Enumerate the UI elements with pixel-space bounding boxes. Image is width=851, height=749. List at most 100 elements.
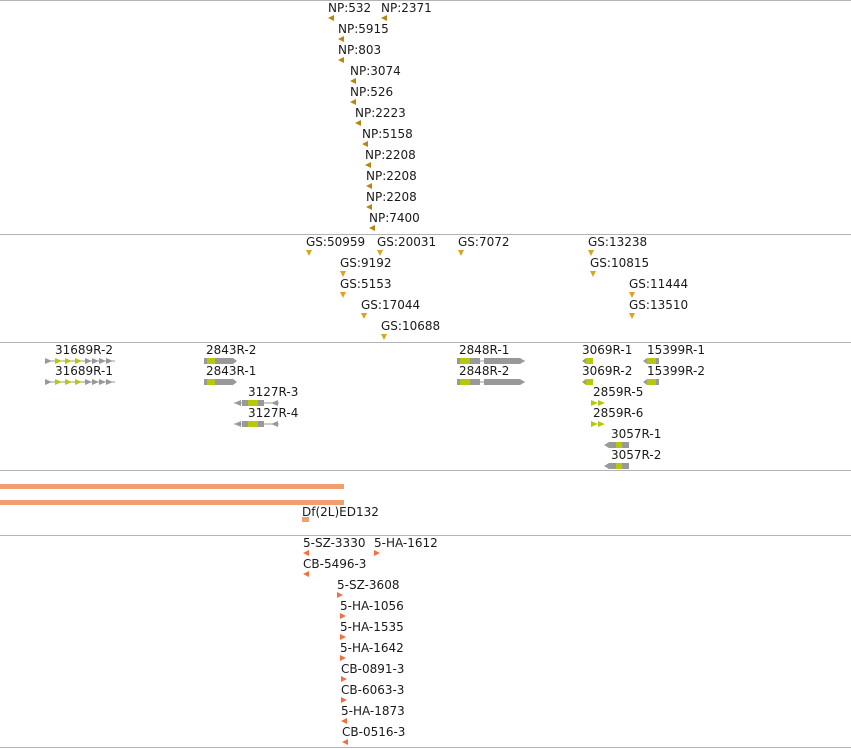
track-separator <box>0 342 851 343</box>
insertion-label: 5-HA-1535 <box>340 620 404 634</box>
transcript-label: 31689R-1 <box>55 364 113 378</box>
transcript-label: 3057R-2 <box>611 448 662 462</box>
insertion-marker-icon <box>337 592 343 598</box>
gs-insertion-label: GS:10815 <box>590 256 650 270</box>
transcript-glyph <box>591 421 605 427</box>
np-insertion-label: NP:2208 <box>365 148 416 162</box>
insertion-marker-icon <box>340 292 346 298</box>
insertion-label: CB-0516-3 <box>342 725 406 739</box>
track-separator <box>0 747 851 748</box>
insertion-label: 5-HA-1873 <box>341 704 405 718</box>
np-insertion-label: NP:532 <box>328 1 372 15</box>
transcript-glyph <box>234 400 279 406</box>
insertion-marker-icon <box>629 313 635 319</box>
transcript-glyph <box>643 358 659 364</box>
gs-insertion-label: GS:10688 <box>381 319 441 333</box>
transcript-glyph <box>204 379 237 385</box>
insertion-marker-icon <box>340 655 346 661</box>
gs-insertion-label: GS:7072 <box>458 235 510 249</box>
transcript-label: 2859R-6 <box>593 406 644 420</box>
np-insertion-label: NP:2208 <box>366 190 417 204</box>
np-insertion-label: NP:2208 <box>366 169 417 183</box>
gs-insertion-label: GS:50959 <box>306 235 366 249</box>
insertion-marker-icon <box>306 250 312 256</box>
insertion-label: 5-HA-1612 <box>374 536 438 550</box>
insertion-label: CB-5496-3 <box>303 557 367 571</box>
transcript-label: 2859R-5 <box>593 385 644 399</box>
insertion-marker-icon <box>340 271 346 277</box>
insertion-marker-icon <box>341 718 347 724</box>
transcript-glyph <box>457 358 525 364</box>
insertion-label: 5-HA-1056 <box>340 599 404 613</box>
transcript-label: 2843R-1 <box>206 364 257 378</box>
insertion-label: CB-0891-3 <box>341 662 405 676</box>
insertion-label: 5-SZ-3608 <box>337 578 400 592</box>
insertion-marker-icon <box>361 313 367 319</box>
np-insertion-label: NP:803 <box>338 43 382 57</box>
insertion-marker-icon <box>355 120 361 126</box>
track-separator <box>0 470 851 471</box>
gs-insertion-label: GS:13510 <box>629 298 689 312</box>
transcript-glyph <box>591 400 605 406</box>
np-insertion-label: NP:2223 <box>355 106 406 120</box>
insertion-marker-icon <box>340 634 346 640</box>
track-separator <box>0 0 851 1</box>
deficiency-marker <box>302 517 309 522</box>
gs-insertion-label: GS:11444 <box>629 277 689 291</box>
transcript-glyph <box>457 379 525 385</box>
insertion-marker-icon <box>338 57 344 63</box>
insertion-marker-icon <box>338 36 344 42</box>
insertion-label: CB-6063-3 <box>341 683 405 697</box>
insertion-marker-icon <box>342 739 348 745</box>
transcript-label: 31689R-2 <box>55 343 113 357</box>
gs-insertion-label: GS:17044 <box>361 298 421 312</box>
transcript-label: 3069R-1 <box>582 343 633 357</box>
insertion-marker-icon <box>341 676 347 682</box>
insertion-marker-icon <box>365 162 371 168</box>
insertion-label: 5-SZ-3330 <box>303 536 366 550</box>
np-insertion-label: NP:7400 <box>369 211 420 225</box>
insertion-marker-icon <box>350 78 356 84</box>
transcript-glyph <box>582 358 593 364</box>
insertion-marker-icon <box>350 99 356 105</box>
insertion-marker-icon <box>341 697 347 703</box>
insertion-marker-icon <box>340 613 346 619</box>
transcript-glyph <box>604 442 629 448</box>
track-separator <box>0 535 851 536</box>
transcript-glyph <box>45 358 115 364</box>
track-separator <box>0 234 851 235</box>
transcript-glyph <box>204 358 237 364</box>
transcript-glyph <box>234 421 279 427</box>
insertion-marker-icon <box>381 334 387 340</box>
np-insertion-label: NP:2371 <box>381 1 432 15</box>
deficiency-label: Df(2L)ED132 <box>302 505 379 519</box>
deficiency-bar[interactable] <box>0 500 344 505</box>
insertion-marker-icon <box>362 141 368 147</box>
insertion-marker-icon <box>369 225 375 231</box>
deficiency-bar[interactable] <box>0 484 344 489</box>
insertion-marker-icon <box>458 250 464 256</box>
np-insertion-label: NP:526 <box>350 85 394 99</box>
transcript-label: 15399R-2 <box>647 364 705 378</box>
transcript-label: 3057R-1 <box>611 427 662 441</box>
insertion-marker-icon <box>374 550 380 556</box>
transcript-glyph <box>45 379 115 385</box>
insertion-marker-icon <box>588 250 594 256</box>
insertion-marker-icon <box>629 292 635 298</box>
np-insertion-label: NP:5158 <box>362 127 413 141</box>
gs-insertion-label: GS:5153 <box>340 277 392 291</box>
insertion-marker-icon <box>590 271 596 277</box>
gs-insertion-label: GS:20031 <box>377 235 437 249</box>
insertion-marker-icon <box>303 550 309 556</box>
insertion-marker-icon <box>381 15 387 21</box>
transcript-label: 15399R-1 <box>647 343 705 357</box>
insertion-marker-icon <box>328 15 334 21</box>
transcript-label: 2843R-2 <box>206 343 257 357</box>
insertion-marker-icon <box>303 571 309 577</box>
transcript-glyph <box>582 379 593 385</box>
transcript-label: 3127R-4 <box>248 406 299 420</box>
transcript-label: 3127R-3 <box>248 385 299 399</box>
np-insertion-label: NP:5915 <box>338 22 389 36</box>
np-insertion-label: NP:3074 <box>350 64 401 78</box>
insertion-marker-icon <box>377 250 383 256</box>
